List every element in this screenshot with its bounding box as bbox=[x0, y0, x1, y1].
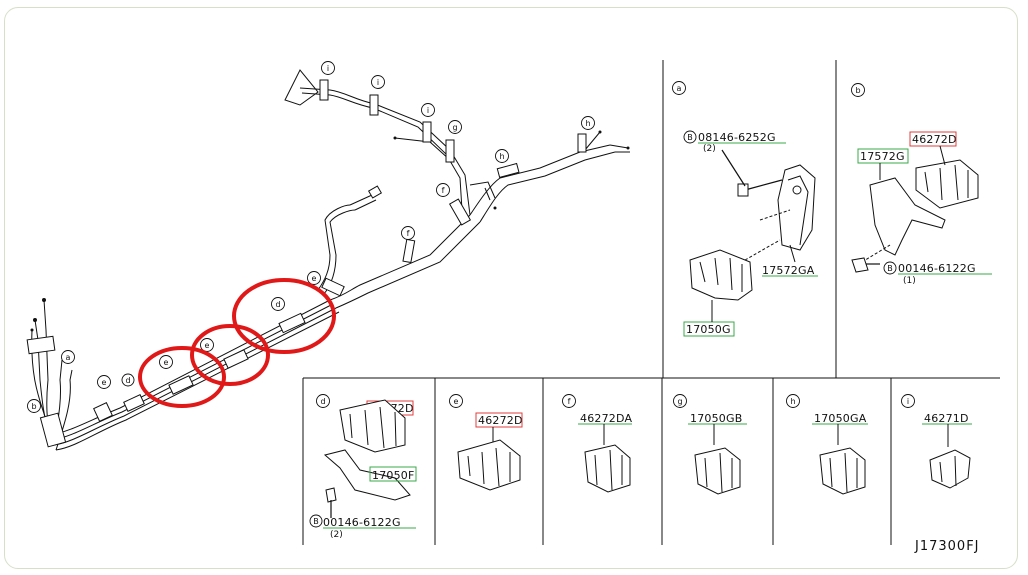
svg-text:f: f bbox=[442, 186, 445, 195]
svg-text:h: h bbox=[790, 397, 795, 406]
callout-g: g bbox=[448, 120, 462, 134]
svg-text:h: h bbox=[585, 119, 590, 128]
svg-text:b: b bbox=[855, 86, 860, 95]
callout-e-3: e bbox=[159, 355, 173, 369]
svg-text:17572G: 17572G bbox=[860, 150, 905, 163]
svg-text:e: e bbox=[164, 358, 169, 367]
svg-text:i: i bbox=[907, 397, 909, 406]
svg-text:f: f bbox=[407, 229, 410, 238]
svg-text:a: a bbox=[677, 84, 682, 93]
callout-a: a bbox=[61, 350, 75, 364]
svg-text:B: B bbox=[887, 264, 893, 273]
svg-text:a: a bbox=[66, 353, 71, 362]
svg-text:B: B bbox=[687, 133, 693, 142]
svg-text:d: d bbox=[125, 376, 130, 385]
svg-text:46271D: 46271D bbox=[924, 412, 969, 425]
panel-dividers bbox=[302, 60, 1000, 545]
callout-d: d bbox=[271, 297, 285, 311]
svg-text:g: g bbox=[677, 397, 682, 406]
panel-f: f 46272DA bbox=[562, 394, 632, 493]
callout-e-1: e bbox=[307, 271, 321, 285]
diagram-reference-code: J17300FJ bbox=[914, 539, 980, 554]
callout-i-3: i bbox=[421, 103, 435, 117]
callout-f-1: f bbox=[436, 183, 450, 197]
svg-text:46272D: 46272D bbox=[478, 414, 523, 427]
svg-text:b: b bbox=[31, 402, 36, 411]
svg-text:(2): (2) bbox=[330, 530, 343, 540]
callout-h-1: h bbox=[495, 149, 509, 163]
svg-text:00146-6122G: 00146-6122G bbox=[323, 516, 401, 529]
highlight-circles bbox=[138, 278, 336, 408]
svg-text:i: i bbox=[327, 64, 329, 73]
panel-h: h 17050GA bbox=[786, 394, 868, 495]
svg-text:i: i bbox=[377, 78, 379, 87]
svg-text:f: f bbox=[568, 397, 571, 406]
svg-text:g: g bbox=[452, 123, 457, 132]
svg-text:17572GA: 17572GA bbox=[762, 264, 815, 277]
svg-text:d: d bbox=[320, 397, 325, 406]
panel-e: e 46272D bbox=[449, 394, 523, 491]
panel-d: d 46272D 17050F B 00146-6122G (2) bbox=[309, 394, 417, 540]
callout-h-2: h bbox=[581, 116, 595, 130]
svg-text:(2): (2) bbox=[703, 144, 716, 154]
panel-i: i 46271D bbox=[901, 394, 972, 489]
callout-i-2: i bbox=[371, 75, 385, 89]
svg-text:08146-6252G: 08146-6252G bbox=[698, 131, 776, 144]
svg-text:46272DA: 46272DA bbox=[580, 412, 632, 425]
svg-text:h: h bbox=[499, 152, 504, 161]
svg-text:17050GB: 17050GB bbox=[690, 412, 742, 425]
svg-text:B: B bbox=[313, 517, 319, 526]
callout-d-2: d bbox=[121, 373, 135, 387]
svg-text:17050GA: 17050GA bbox=[814, 412, 867, 425]
main-callouts: i i i g h h f f e d e e e a b d bbox=[27, 61, 595, 413]
callout-f-2: f bbox=[401, 226, 415, 240]
svg-text:17050F: 17050F bbox=[372, 469, 415, 482]
svg-text:d: d bbox=[275, 300, 280, 309]
svg-text:e: e bbox=[205, 341, 210, 350]
svg-text:i: i bbox=[427, 106, 429, 115]
panel-b: b 46272D 17572G B 00146-6122G (1) bbox=[851, 83, 992, 286]
svg-text:e: e bbox=[454, 397, 459, 406]
svg-text:e: e bbox=[312, 274, 317, 283]
callout-i-1: i bbox=[321, 61, 335, 75]
svg-text:46272D: 46272D bbox=[912, 133, 957, 146]
callout-b: b bbox=[27, 399, 41, 413]
panel-a: a B 08146-6252G (2) 17572GA 17050G bbox=[672, 81, 818, 337]
svg-text:e: e bbox=[102, 378, 107, 387]
svg-text:17050G: 17050G bbox=[686, 323, 731, 336]
svg-text:00146-6122G: 00146-6122G bbox=[898, 262, 976, 275]
brake-tube-assembly bbox=[26, 69, 630, 451]
panel-g: g 17050GB bbox=[673, 394, 747, 495]
callout-e-4: e bbox=[97, 375, 111, 389]
svg-text:(1): (1) bbox=[903, 276, 916, 286]
